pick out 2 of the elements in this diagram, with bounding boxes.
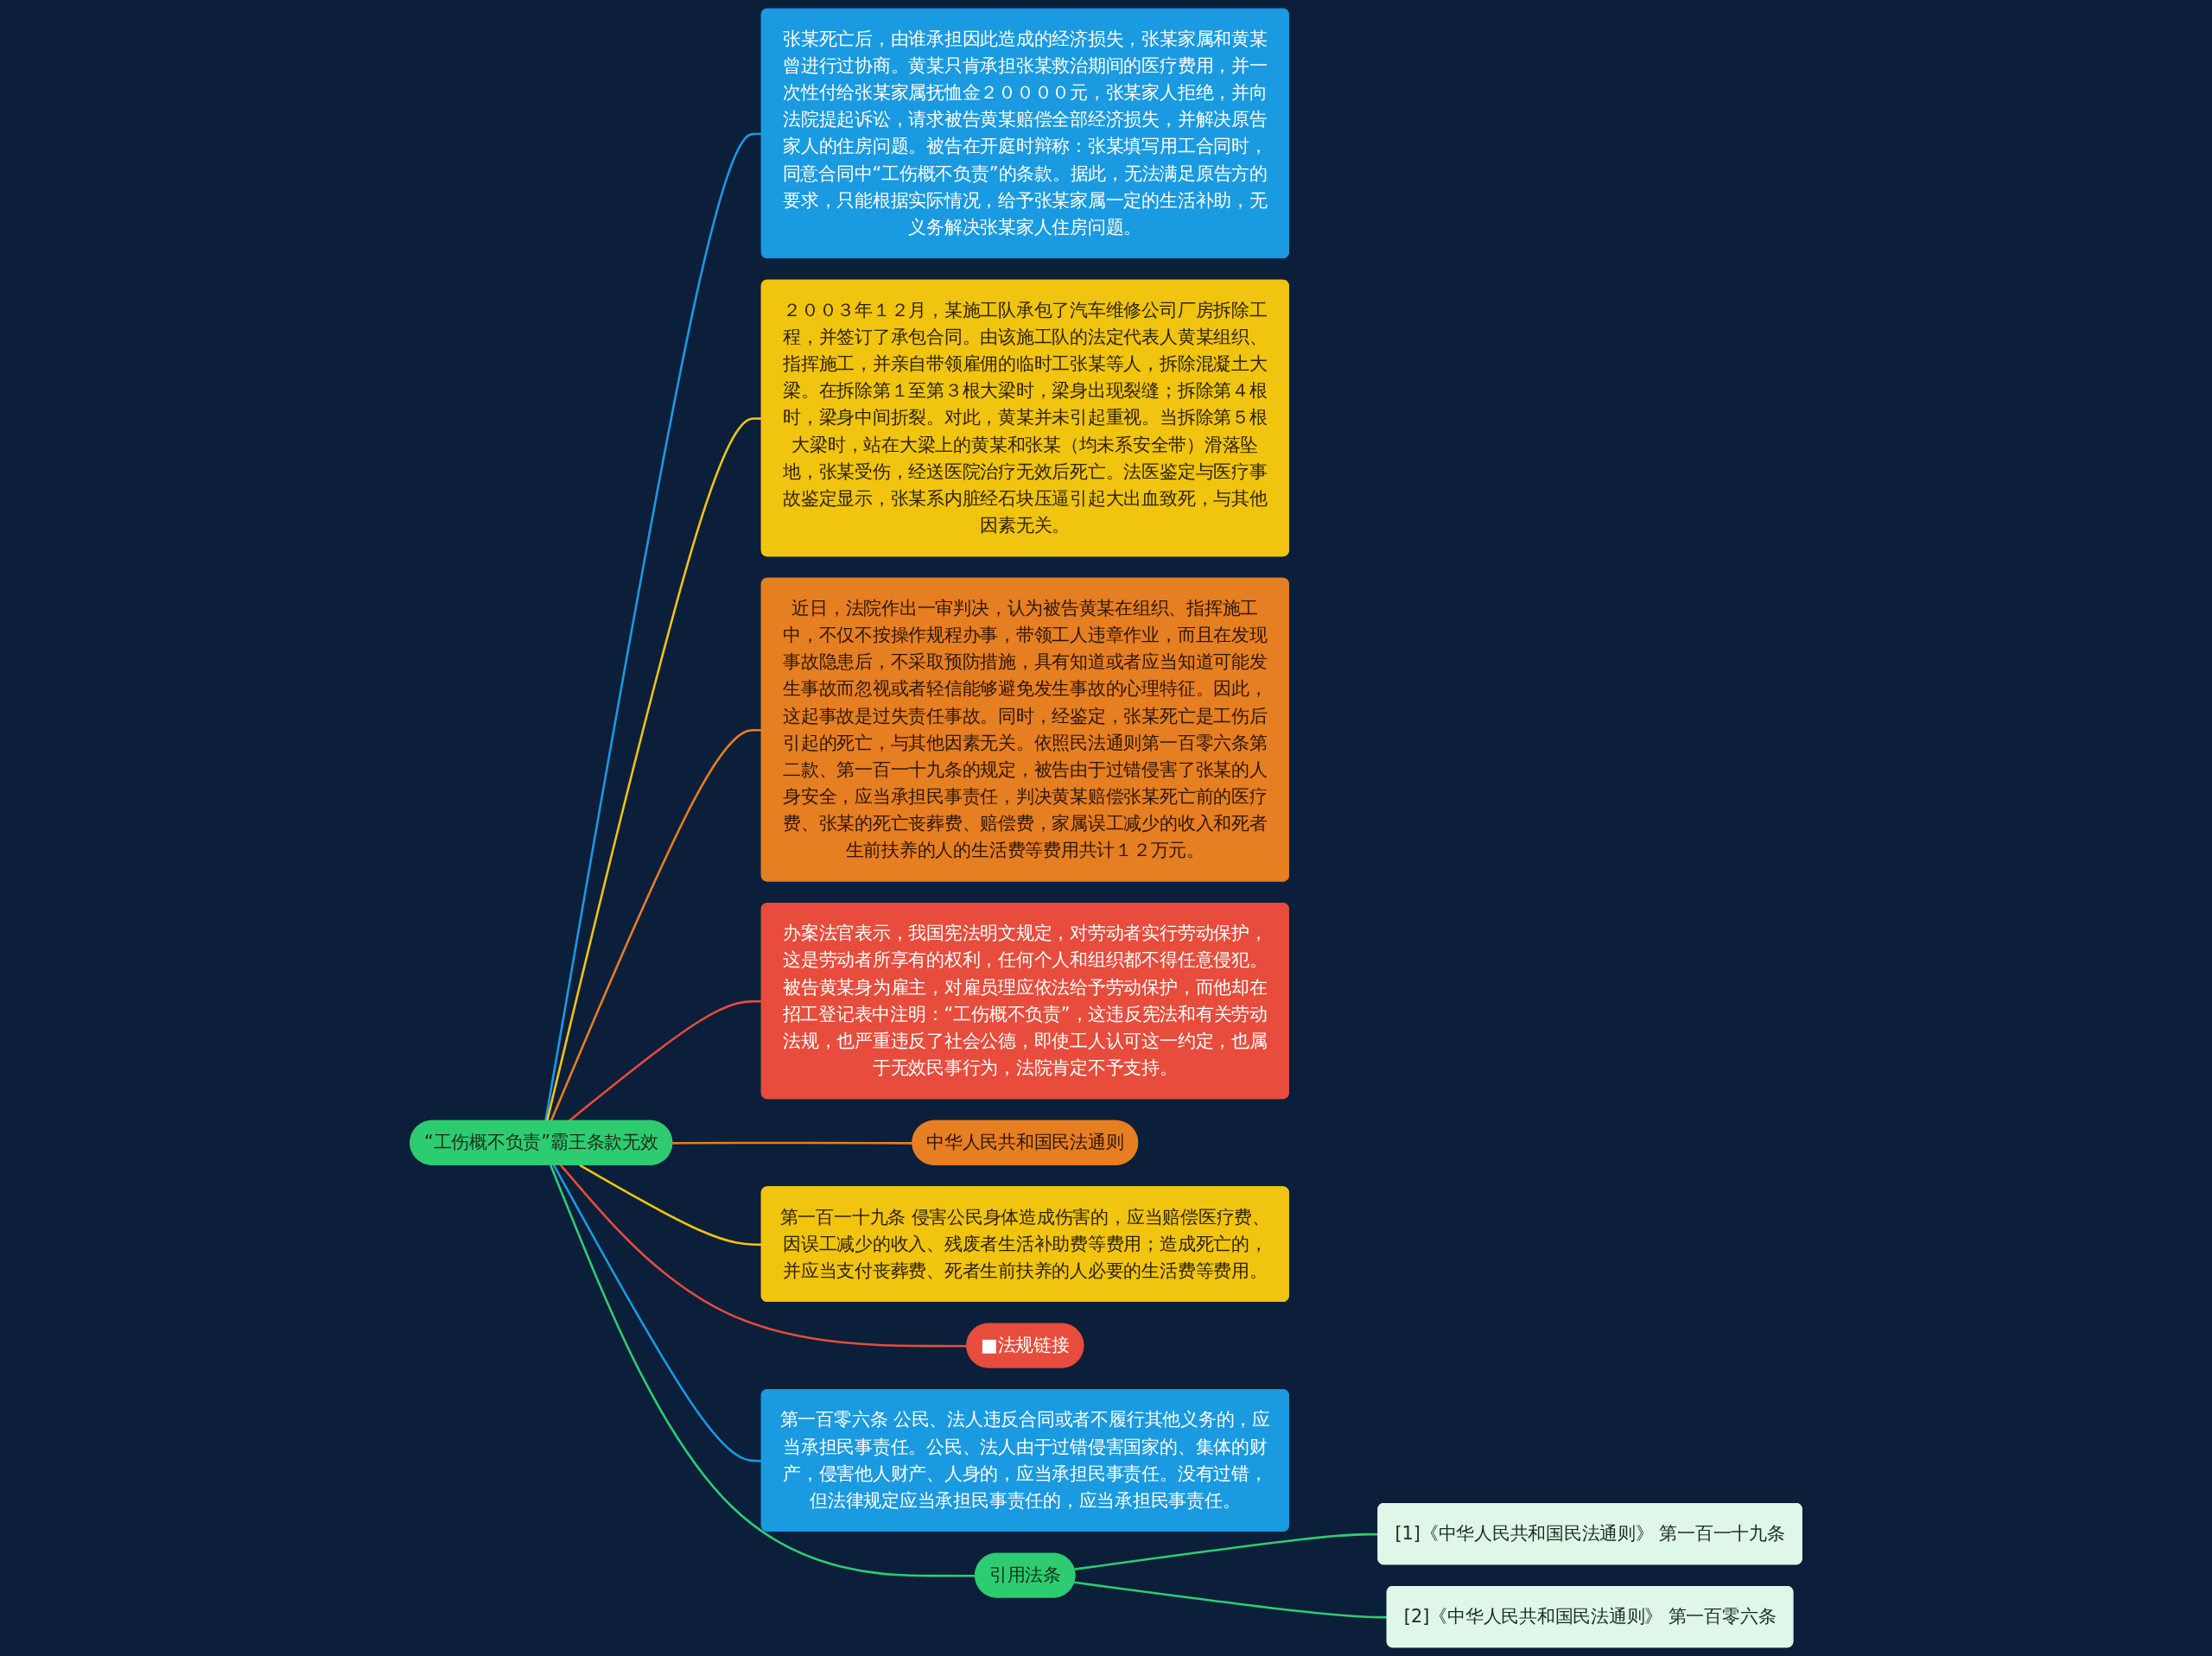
connector bbox=[672, 1141, 913, 1145]
connector bbox=[1074, 1532, 1379, 1570]
